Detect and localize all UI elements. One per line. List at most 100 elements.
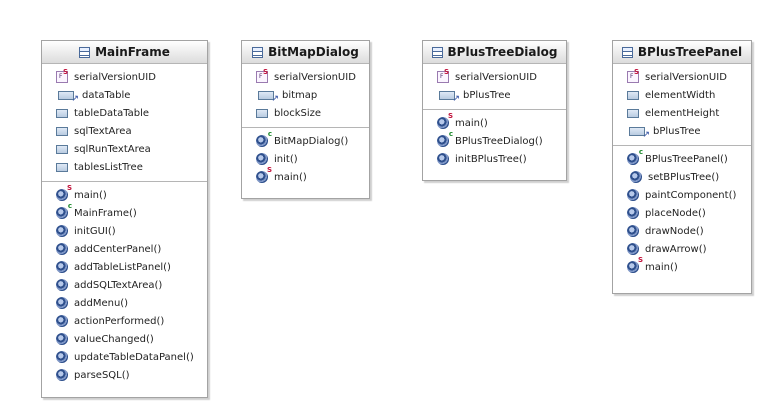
operation-name: init() xyxy=(274,153,298,165)
attribute-name: sqlRunTextArea xyxy=(74,143,151,155)
attribute-row[interactable]: elementWidth xyxy=(627,86,751,104)
method-icon xyxy=(56,315,68,327)
attribute-row[interactable]: sqlRunTextArea xyxy=(56,140,207,158)
operation-row[interactable]: paintComponent() xyxy=(627,186,751,204)
attribute-name: serialVersionUID xyxy=(645,71,727,83)
method-icon xyxy=(56,279,68,291)
method-icon xyxy=(627,207,639,219)
attribute-name: tablesListTree xyxy=(74,161,143,173)
operation-row[interactable]: addCenterPanel() xyxy=(56,240,207,258)
attribute-name: sqlTextArea xyxy=(74,125,132,137)
operation-name: addCenterPanel() xyxy=(74,243,162,255)
class-box-mainframe[interactable]: MainFrame serialVersionUID dataTable tab… xyxy=(41,40,208,398)
operation-row[interactable]: BitMapDialog() xyxy=(256,130,369,150)
method-icon xyxy=(627,243,639,255)
operation-row[interactable]: initGUI() xyxy=(56,222,207,240)
operation-row[interactable]: placeNode() xyxy=(627,204,751,222)
operation-row[interactable]: init() xyxy=(256,150,369,168)
static-final-field-icon xyxy=(256,68,268,83)
attribute-row[interactable]: tableDataTable xyxy=(56,104,207,122)
operation-name: BPlusTreePanel() xyxy=(645,153,728,165)
operation-row[interactable]: addSQLTextArea() xyxy=(56,276,207,294)
class-box-bplustreedialog[interactable]: BPlusTreeDialog serialVersionUID bPlusTr… xyxy=(422,40,567,181)
operation-row[interactable]: main() xyxy=(437,112,566,132)
attribute-row[interactable]: bPlusTree xyxy=(437,86,566,104)
operations-compartment: main() MainFrame() initGUI() addCenterPa… xyxy=(42,181,207,389)
operation-row[interactable]: initBPlusTree() xyxy=(437,150,566,168)
operation-name: addMenu() xyxy=(74,297,129,309)
operation-row[interactable]: main() xyxy=(256,166,369,186)
class-name: MainFrame xyxy=(95,45,170,59)
method-icon xyxy=(56,351,68,363)
class-header: BPlusTreePanel xyxy=(613,41,751,64)
attributes-compartment: serialVersionUID dataTable tableDataTabl… xyxy=(42,64,207,181)
attribute-name: blockSize xyxy=(274,107,322,119)
attribute-row[interactable]: serialVersionUID xyxy=(256,68,369,86)
operation-row[interactable]: MainFrame() xyxy=(56,202,207,222)
operation-row[interactable]: addMenu() xyxy=(56,294,207,312)
attributes-compartment: serialVersionUID bitmap blockSize xyxy=(242,64,369,127)
class-header: BitMapDialog xyxy=(242,41,369,64)
attribute-row[interactable]: sqlTextArea xyxy=(56,122,207,140)
operation-name: paintComponent() xyxy=(645,189,737,201)
attribute-row[interactable]: bPlusTree xyxy=(627,122,751,140)
static-method-icon xyxy=(627,256,643,273)
class-name: BPlusTreePanel xyxy=(637,45,743,59)
attribute-row[interactable]: blockSize xyxy=(256,104,369,122)
attribute-row[interactable]: dataTable xyxy=(56,86,207,104)
class-box-bplustreepanel[interactable]: BPlusTreePanel serialVersionUID elementW… xyxy=(612,40,752,294)
method-icon xyxy=(56,333,68,345)
static-final-field-icon xyxy=(627,68,639,83)
operation-name: BPlusTreeDialog() xyxy=(455,135,543,147)
attribute-row[interactable]: bitmap xyxy=(256,86,369,104)
attributes-compartment: serialVersionUID elementWidth elementHei… xyxy=(613,64,751,145)
class-icon xyxy=(621,46,633,58)
class-name: BitMapDialog xyxy=(268,45,359,59)
operation-row[interactable]: main() xyxy=(627,256,751,276)
attribute-name: elementHeight xyxy=(645,107,720,119)
operation-row[interactable]: parseSQL() xyxy=(56,366,207,384)
operation-row[interactable]: drawArrow() xyxy=(627,240,751,258)
operation-row[interactable]: actionPerformed() xyxy=(56,312,207,330)
operation-row[interactable]: valueChanged() xyxy=(56,330,207,348)
operation-name: main() xyxy=(645,261,678,273)
field-icon xyxy=(627,91,639,100)
attribute-row[interactable]: elementHeight xyxy=(627,104,751,122)
association-field-icon xyxy=(258,90,279,104)
attribute-row[interactable]: serialVersionUID xyxy=(627,68,751,86)
operation-row[interactable]: drawNode() xyxy=(627,222,751,240)
attribute-row[interactable]: tablesListTree xyxy=(56,158,207,176)
constructor-icon xyxy=(56,202,72,219)
operation-name: actionPerformed() xyxy=(74,315,165,327)
operation-name: parseSQL() xyxy=(74,369,130,381)
static-final-field-icon xyxy=(56,68,68,83)
method-icon xyxy=(56,369,68,381)
field-icon xyxy=(56,127,68,136)
operations-compartment: main() BPlusTreeDialog() initBPlusTree() xyxy=(423,109,566,173)
operation-name: initGUI() xyxy=(74,225,116,237)
field-icon xyxy=(56,109,68,118)
operation-name: initBPlusTree() xyxy=(455,153,527,165)
class-icon xyxy=(79,46,91,58)
operation-name: addTableListPanel() xyxy=(74,261,171,273)
attribute-row[interactable]: serialVersionUID xyxy=(437,68,566,86)
operations-compartment: BPlusTreePanel() setBPlusTree() paintCom… xyxy=(613,145,751,281)
operation-name: drawNode() xyxy=(645,225,704,237)
operation-row[interactable]: BPlusTreePanel() xyxy=(627,148,751,168)
operation-row[interactable]: addTableListPanel() xyxy=(56,258,207,276)
operation-row[interactable]: main() xyxy=(56,184,207,204)
attribute-row[interactable]: serialVersionUID xyxy=(56,68,207,86)
operation-name: addSQLTextArea() xyxy=(74,279,163,291)
operation-row[interactable]: BPlusTreeDialog() xyxy=(437,130,566,150)
class-box-bitmapdialog[interactable]: BitMapDialog serialVersionUID bitmap blo… xyxy=(241,40,370,199)
operation-row[interactable]: updateTableDataPanel() xyxy=(56,348,207,366)
attribute-name: serialVersionUID xyxy=(455,71,537,83)
attribute-name: serialVersionUID xyxy=(274,71,356,83)
attribute-name: dataTable xyxy=(82,89,131,101)
association-field-icon xyxy=(58,90,79,104)
attributes-compartment: serialVersionUID bPlusTree xyxy=(423,64,566,109)
field-icon xyxy=(56,163,68,172)
static-method-icon xyxy=(437,112,453,129)
field-icon xyxy=(627,109,639,118)
operation-row[interactable]: setBPlusTree() xyxy=(627,168,751,186)
